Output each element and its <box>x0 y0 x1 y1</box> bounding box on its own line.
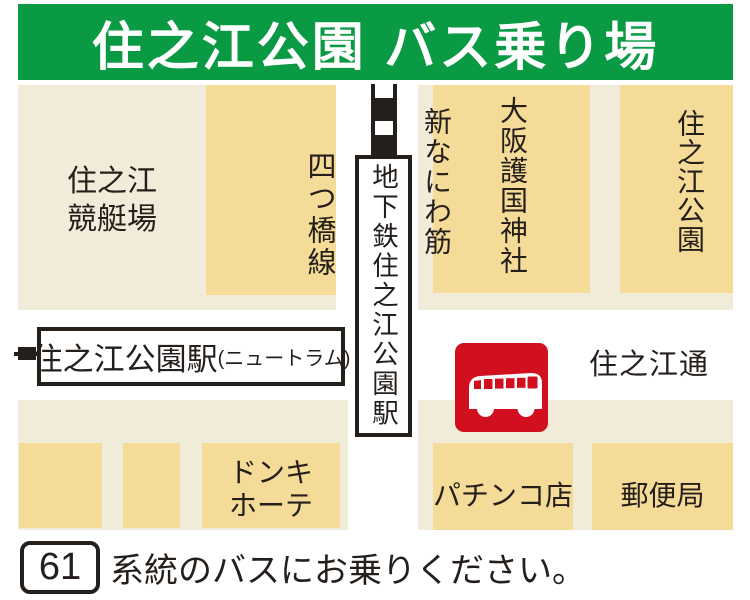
yotsubashi-line-label: 四つ橋線 <box>303 151 335 279</box>
don-quijote-label: ドンキ ホーテ <box>228 457 313 521</box>
subway-station-label: 地下鉄住之江公園駅 <box>368 163 398 429</box>
shin-naniwa-suji-label: 新なにわ筋 <box>421 107 452 257</box>
yotsubashi-line-block <box>206 85 336 295</box>
newtram-railway-tick-icon <box>18 347 36 360</box>
bus-icon <box>455 343 548 432</box>
don-quijote-block <box>202 443 340 528</box>
gokoku-shrine-block <box>433 85 590 293</box>
subway-station-box: 地下鉄住之江公園駅 <box>355 155 412 437</box>
post-office-block <box>592 443 733 530</box>
suminoe-park-label: 住之江公園 <box>674 109 705 254</box>
caption-row: 61 系統のバスにお乗りください。 <box>20 541 586 594</box>
gokoku-shrine-label: 大阪護国神社 <box>497 96 528 276</box>
suminoe-park-block <box>620 85 733 293</box>
boat-race-stadium-label: 住之江 競艇場 <box>67 165 157 236</box>
pachinko-label: パチンコ店 <box>433 480 574 511</box>
suminoe-dori-label: 住之江通 <box>589 349 710 381</box>
subway-railway-line-icon <box>371 84 397 155</box>
newtram-station-sublabel: (ニュートラム) <box>217 348 351 370</box>
pachinko-block <box>433 443 573 530</box>
building-block-1 <box>19 443 102 528</box>
newtram-station-box: 住之江公園駅(ニュートラム) <box>32 327 350 386</box>
building-block-2 <box>123 443 180 528</box>
newtram-station-label: 住之江公園駅 <box>31 342 218 377</box>
map-title: 住之江公園 バス乗り場 <box>91 18 660 77</box>
post-office-label: 郵便局 <box>620 480 705 511</box>
route-number-badge: 61 <box>20 541 100 594</box>
map-title-bar: 住之江公園 バス乗り場 <box>18 4 733 80</box>
caption-text: 系統のバスにお乗りください。 <box>110 552 586 590</box>
